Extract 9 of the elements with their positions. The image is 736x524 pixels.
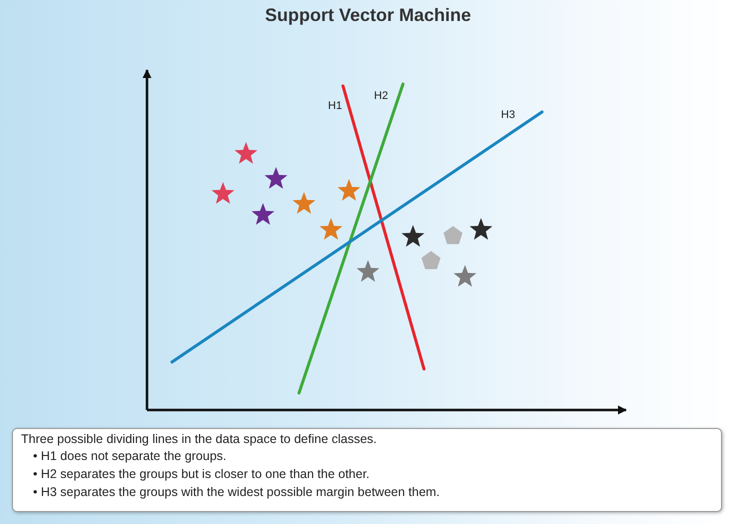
caption-panel bbox=[12, 428, 722, 512]
bullet-item: • H3 separates the groups with the widest possible margin between them. bbox=[33, 484, 441, 501]
line-label: H2 bbox=[374, 90, 388, 102]
bullet-item: • H1 does not separate the groups. bbox=[33, 448, 228, 465]
line-label: H3 bbox=[501, 109, 516, 121]
title: Support Vector Machine bbox=[264, 5, 472, 26]
line-label: H1 bbox=[328, 100, 342, 112]
bullet-item: • H2 separates the groups but is closer to one than the other. bbox=[33, 466, 371, 483]
caption-text: Three possible dividing lines in the data space to define classes. bbox=[21, 432, 378, 446]
